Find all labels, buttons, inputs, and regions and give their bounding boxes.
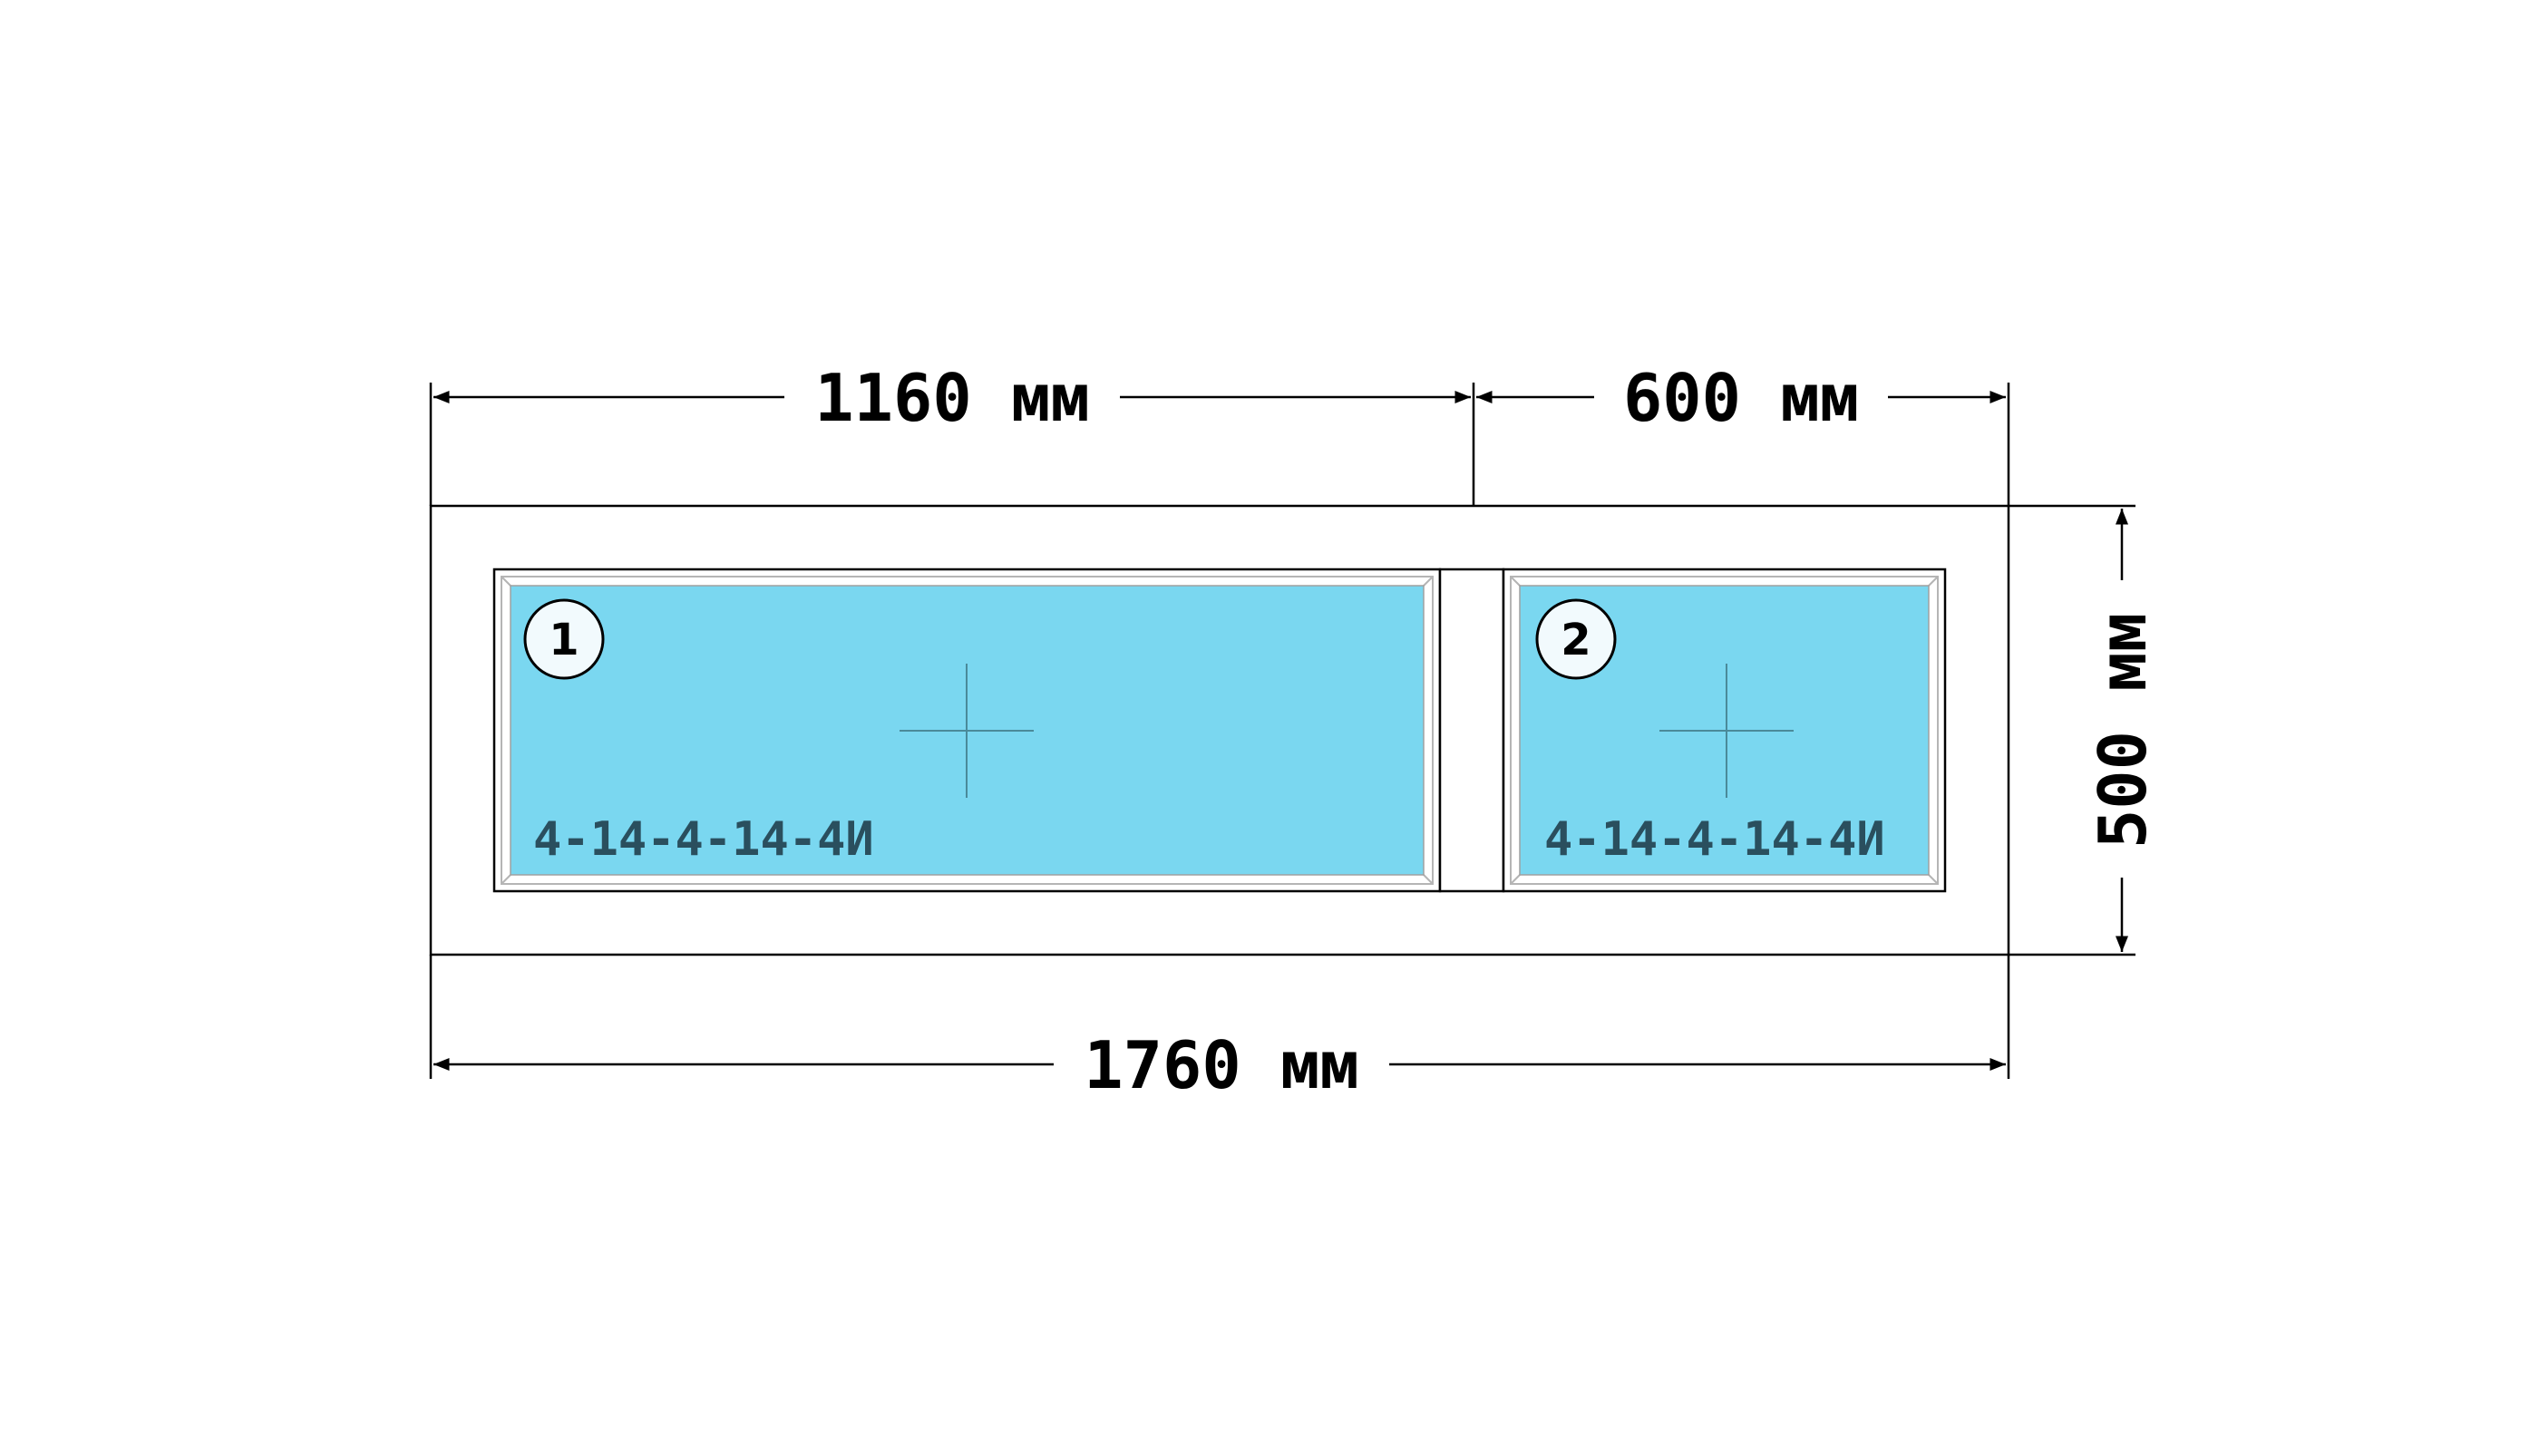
dim-left-width: 1160 мм	[433, 360, 1471, 436]
pane-1-glass-formula: 4-14-4-14-4И	[533, 812, 874, 867]
dim-height: 500 мм	[2085, 509, 2161, 952]
pane-2: 2 4-14-4-14-4И	[1502, 568, 1947, 893]
dim-total-width-label: 1760 мм	[1084, 1027, 1358, 1103]
pane-2-fixed-cross	[1659, 664, 1794, 798]
mullion	[1438, 568, 1505, 893]
pane-1-fixed-cross	[900, 664, 1034, 798]
dim-height-label: 500 мм	[2085, 613, 2161, 849]
pane-1: 1 4-14-4-14-4И	[492, 568, 1442, 893]
dim-total-width: 1760 мм	[433, 1027, 2006, 1103]
dim-left-width-label: 1160 мм	[814, 360, 1089, 436]
pane-2-number-badge	[1535, 598, 1617, 680]
pane-1-number: 1	[549, 615, 579, 665]
bottom-dimension-lines	[429, 955, 2010, 1079]
dim-right-width: 600 мм	[1476, 360, 2006, 436]
dim-right-width-label: 600 мм	[1623, 360, 1859, 436]
pane-1-number-badge	[523, 598, 605, 680]
pane-2-number: 2	[1561, 615, 1591, 665]
top-dimension-lines	[429, 383, 2010, 506]
pane-2-glass-formula: 4-14-4-14-4И	[1544, 812, 1885, 867]
